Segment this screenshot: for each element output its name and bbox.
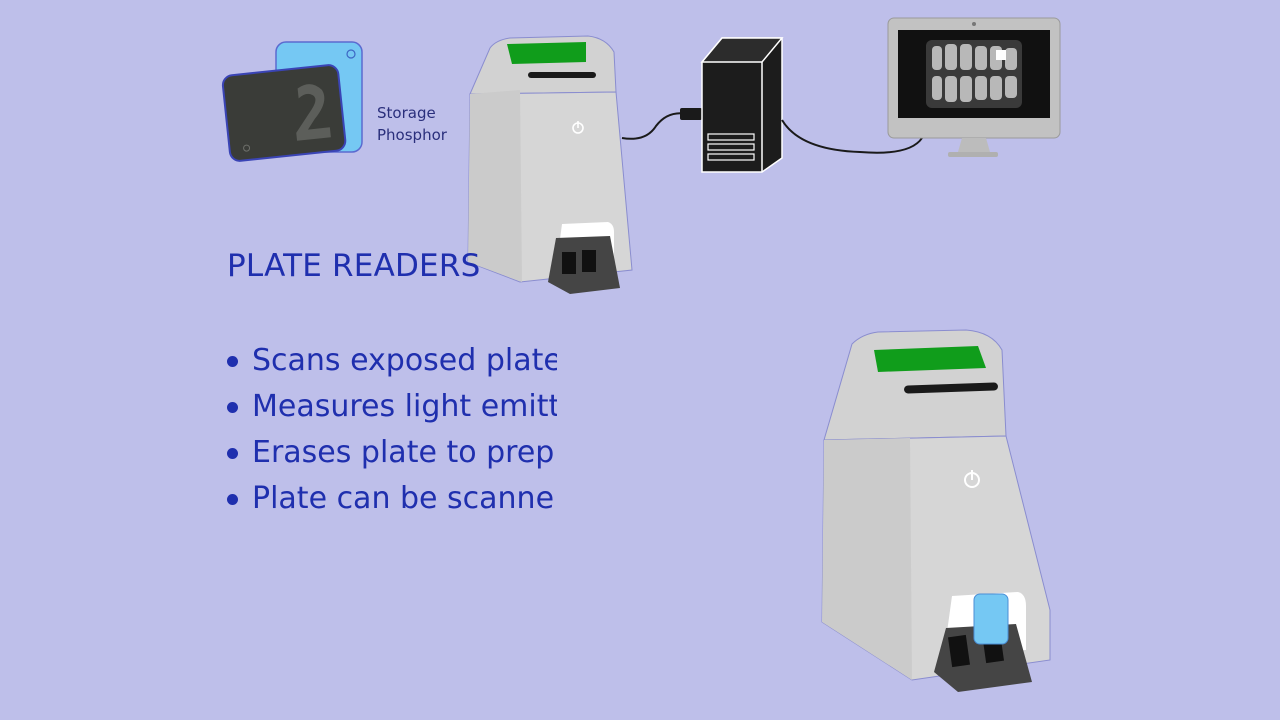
monitor-icon xyxy=(887,17,1061,157)
storage-phosphor-label-line1: Storage xyxy=(377,104,436,122)
usb-plug-icon xyxy=(680,108,702,120)
plate-reader-small xyxy=(467,35,633,294)
bullet-item: Measures light emitt xyxy=(227,384,557,430)
bullet-text: Measures light emitt xyxy=(252,389,557,424)
bullet-item: Erases plate to prep xyxy=(227,430,557,476)
computer-tower-icon xyxy=(700,37,784,173)
bullet-dot xyxy=(227,447,238,459)
bullet-text: Plate can be scanne xyxy=(252,481,555,516)
dental-xray-image xyxy=(926,40,1022,108)
storage-phosphor-plates xyxy=(221,41,363,162)
storage-phosphor-label: Storage Phosphor xyxy=(377,102,447,146)
slide-heading: PLATE READERS xyxy=(227,248,481,284)
plate-reader-large xyxy=(821,329,1051,692)
bullet-text: Erases plate to prep xyxy=(252,435,555,470)
bullet-dot xyxy=(227,401,238,413)
cable-reader-to-computer xyxy=(621,112,689,140)
bullet-text: Scans exposed plate xyxy=(252,343,557,378)
bullet-list: Scans exposed plate Measures light emitt… xyxy=(227,338,557,522)
bullet-item: Scans exposed plate xyxy=(227,338,557,384)
phosphor-plate-inserting xyxy=(973,593,1009,645)
bullet-dot xyxy=(227,355,238,367)
bullet-dot xyxy=(227,493,238,505)
storage-phosphor-label-line2: Phosphor xyxy=(377,126,447,144)
cable-computer-to-monitor xyxy=(781,119,923,154)
bullet-item: Plate can be scanne xyxy=(227,476,557,522)
